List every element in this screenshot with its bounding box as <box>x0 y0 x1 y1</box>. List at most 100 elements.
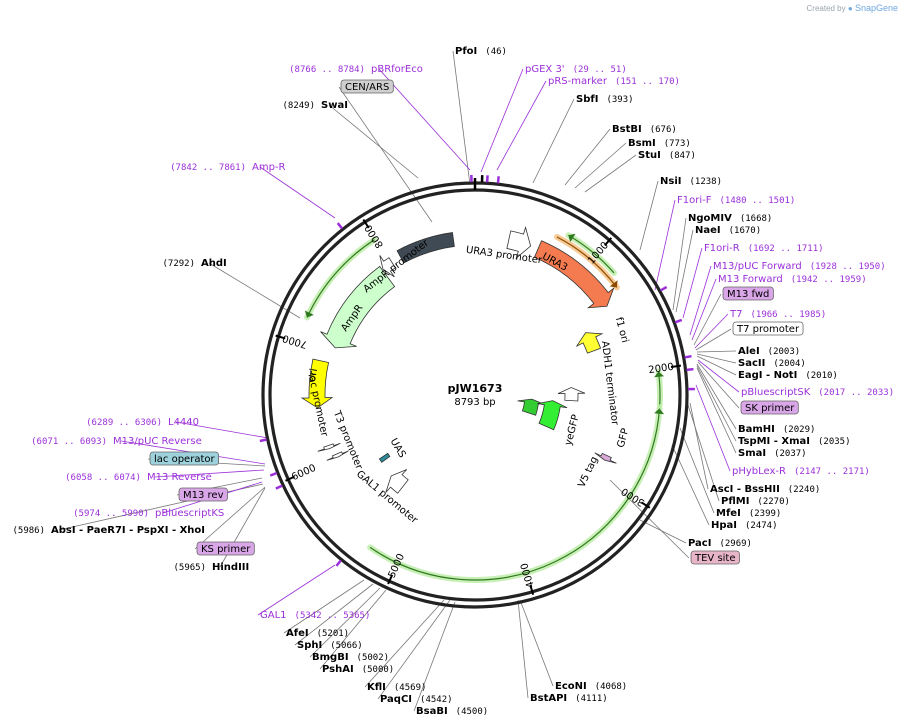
leader-line <box>574 142 627 189</box>
feature-v5-tag[interactable] <box>594 452 617 464</box>
label-t7[interactable]: T7(1966 .. 1985) <box>729 309 826 320</box>
label-tevsite[interactable]: TEV site <box>690 550 740 565</box>
label-m13pucf[interactable]: M13/pUC Forward(1928 .. 1950) <box>713 261 886 272</box>
label-l4440[interactable]: L4440(6289 .. 6306) <box>86 417 199 428</box>
feature-lac-promoter[interactable] <box>317 442 341 452</box>
label-swai[interactable]: SwaI(8249) <box>282 100 347 111</box>
enzyme-position: (1668) <box>740 214 773 224</box>
label-f1orir[interactable]: F1ori-R(1692 .. 1711) <box>704 243 824 254</box>
label-sbfi[interactable]: SbfI(393) <box>576 94 634 105</box>
label-phyblexr[interactable]: pHybLex-R(2147 .. 2171) <box>732 466 870 477</box>
label-bamhi[interactable]: BamHI(2029) <box>738 424 815 435</box>
green-direction-arc-head <box>654 371 665 378</box>
tick-label: 4000 <box>519 562 537 590</box>
label-econi[interactable]: EcoNI(4068) <box>555 681 627 692</box>
feature-tag-box <box>740 400 799 415</box>
label-pbrforeco[interactable]: pBRforEco(8766 .. 8784) <box>289 64 423 75</box>
label-m13r[interactable]: M13 Reverse(6058 .. 6074) <box>65 472 212 483</box>
enzyme-position: (46) <box>485 47 507 57</box>
label-pgex3[interactable]: pGEX 3'(29 .. 51) <box>525 64 627 75</box>
label-sacii[interactable]: SacII(2004) <box>738 358 806 369</box>
label-tspmi[interactable]: TspMI - XmaI(2035) <box>738 436 851 447</box>
label-bsabi[interactable]: BsaBI(4500) <box>416 706 488 717</box>
primer-position: (5342 .. 5365) <box>295 611 371 621</box>
label-bmgbi[interactable]: BmgBI (5002) <box>312 652 389 663</box>
green-direction-arc-core <box>369 408 661 581</box>
label-lacop[interactable]: lac operator <box>149 451 219 466</box>
enzyme-name: PflMI <box>721 496 749 507</box>
label-eagi[interactable]: EagI - NotI(2010) <box>738 370 838 381</box>
feature-ampr[interactable] <box>320 265 396 349</box>
label-naei[interactable]: NaeI(1670) <box>695 225 761 236</box>
enzyme-position: (393) <box>606 95 633 105</box>
enzyme-name: KflI <box>367 682 386 693</box>
leader-line <box>378 68 471 171</box>
label-cenars[interactable]: CEN/ARS <box>340 79 394 94</box>
label-m13rev[interactable]: M13 rev <box>178 487 228 502</box>
label-gal1[interactable]: GAL1(5342 .. 5365) <box>260 610 370 621</box>
label-kfli[interactable]: KflI (4569) <box>367 682 426 693</box>
feature-ura3[interactable] <box>533 240 615 309</box>
label-m13fwd[interactable]: M13 fwd <box>722 286 774 301</box>
label-ampr_p[interactable]: Amp-R(7842 .. 7861) <box>170 162 285 173</box>
feature-t3-promoter[interactable] <box>326 450 349 461</box>
enzyme-position: (5002) <box>357 653 390 663</box>
label-paqci[interactable]: PaqCI(4542) <box>380 694 453 705</box>
enzyme-name: BmgBI <box>312 652 349 663</box>
label-afei[interactable]: AfeI(5201) <box>286 628 349 639</box>
label-pbsk[interactable]: pBluescriptSK(2017 .. 2033) <box>741 387 894 398</box>
label-pshai[interactable]: PshAI(5000) <box>322 664 394 675</box>
label-ksprimer[interactable]: KS primer <box>196 541 255 556</box>
feature-ampr-promoter[interactable] <box>379 255 396 278</box>
feature-adh1-terminator[interactable] <box>557 387 586 402</box>
primer-name: pBluescriptKS <box>155 508 224 519</box>
label-hpai[interactable]: HpaI(2474) <box>711 520 778 531</box>
label-ngomiv[interactable]: NgoMIV(1668) <box>688 213 772 224</box>
label-f1orif[interactable]: F1ori-F(1480 .. 1501) <box>677 195 795 206</box>
label-nsii[interactable]: NsiI(1238) <box>660 176 722 187</box>
feature-gal1-promoter[interactable] <box>385 469 409 494</box>
site-mark <box>259 438 267 443</box>
label-sphi[interactable]: SphI(5066) <box>297 640 363 651</box>
label-pflmi[interactable]: PflMI(2270) <box>721 496 790 507</box>
feature-cen-ars[interactable] <box>396 232 455 264</box>
label-absi[interactable]: AbsI - PaeR7I - PspXI - XhoI(5986) <box>12 525 205 536</box>
enzyme-position: (4569) <box>394 683 427 693</box>
label-t7prom[interactable]: T7 promoter <box>732 321 804 336</box>
feature-f1-ori[interactable] <box>575 332 604 354</box>
label-skprimer[interactable]: SK primer <box>740 400 799 415</box>
feature-ori[interactable] <box>300 358 334 409</box>
label-prsmarker[interactable]: pRS-marker(151 .. 170) <box>548 76 680 87</box>
primer-position: (1942 .. 1959) <box>791 275 867 285</box>
label-alei[interactable]: AleI(2003) <box>738 346 800 357</box>
feature-ura3-promoter[interactable] <box>506 226 532 260</box>
site-mark <box>335 559 342 567</box>
label-stui[interactable]: StuI(847) <box>638 150 696 161</box>
label-pbks[interactable]: pBluescriptKS(5974 .. 5990) <box>73 508 224 519</box>
label-pfoi[interactable]: PfoI(46) <box>455 46 507 57</box>
feature-yegfp[interactable] <box>517 398 546 416</box>
label-smai[interactable]: SmaI(2037) <box>738 448 807 459</box>
leader-line <box>564 128 611 186</box>
label-ahdi[interactable]: AhdI(7292) <box>162 258 226 269</box>
feature-tag-text: KS primer <box>201 544 251 555</box>
label-asci[interactable]: AscI - BssHII(2240) <box>710 484 820 495</box>
label-m13f[interactable]: M13 Forward (1942 .. 1959) <box>718 274 867 285</box>
label-paci[interactable]: PacI(2969) <box>688 538 752 549</box>
feature-tag-box <box>340 79 394 94</box>
feature-gfp[interactable] <box>537 400 568 431</box>
label-mfei[interactable]: MfeI(2399) <box>716 508 781 519</box>
label-bsmi[interactable]: BsmI(773) <box>628 138 691 149</box>
enzyme-name: HpaI <box>711 520 737 531</box>
feature-tag-box <box>732 321 804 336</box>
feature-label: ADH1 terminator <box>599 340 620 426</box>
enzyme-position: (5066) <box>330 641 363 651</box>
label-bstbi[interactable]: BstBI(676) <box>612 124 677 135</box>
feature-uas[interactable] <box>378 452 391 463</box>
primer-position: (8766 .. 8784) <box>289 65 365 75</box>
label-hindiii[interactable]: HindIII(5965) <box>173 562 249 573</box>
primer-name: M13 Forward <box>718 274 783 285</box>
label-bstapi[interactable]: BstAPI(4111) <box>530 693 608 704</box>
label-m13pucr[interactable]: M13/pUC Reverse(6071 .. 6093) <box>31 436 202 447</box>
